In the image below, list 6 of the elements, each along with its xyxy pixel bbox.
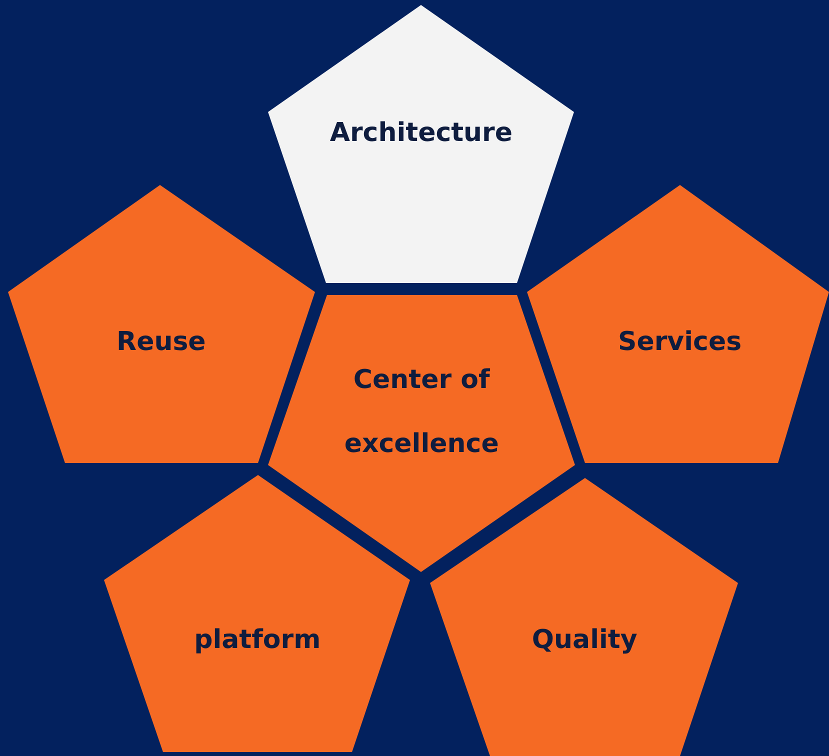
node-label: Services: [617, 326, 743, 359]
node-label: Architecture: [328, 117, 514, 150]
node-label: platform: [193, 624, 322, 657]
node-label: Quality: [530, 624, 638, 657]
node-label: Center of excellence: [343, 364, 500, 461]
node-label: Reuse: [116, 326, 207, 359]
